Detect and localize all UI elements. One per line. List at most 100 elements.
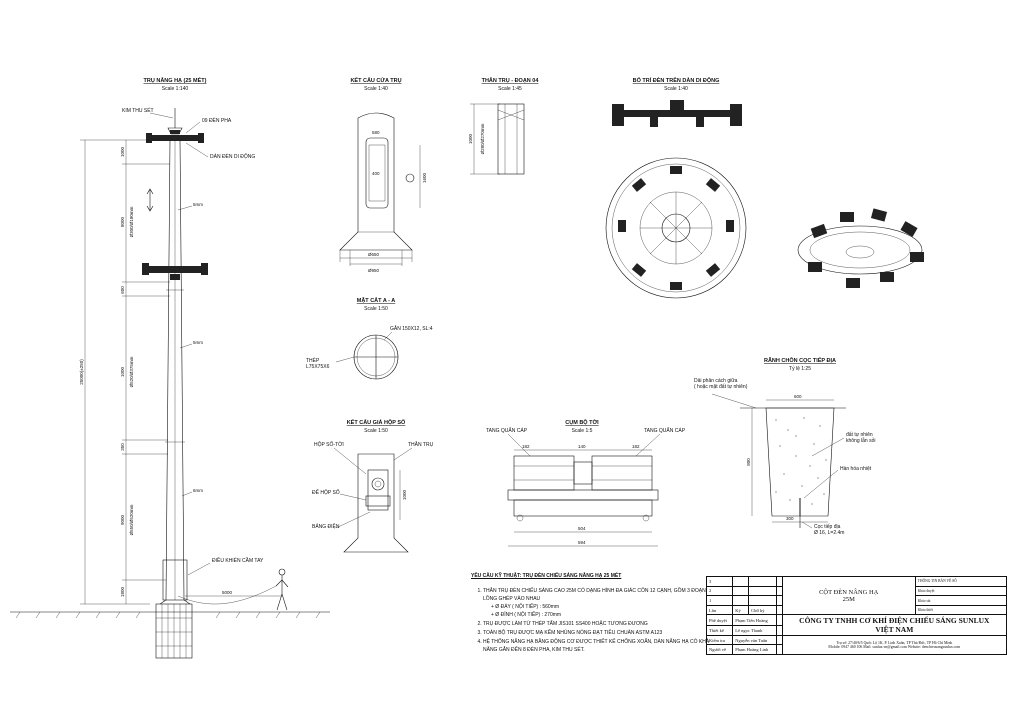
label-gearbox-base: ĐẾ HỘP SỐ bbox=[312, 489, 340, 496]
winch-scale: Scale 1:5 bbox=[572, 428, 593, 434]
role-draft: Người vẽ bbox=[705, 644, 734, 655]
dim-s2: 8000 bbox=[120, 216, 125, 227]
dim-s6: 9000 bbox=[120, 514, 125, 525]
role-approve: Phê duyệt bbox=[705, 614, 734, 626]
dim-s3: 600 bbox=[120, 286, 125, 294]
winch-dim-140: 140 bbox=[578, 444, 586, 449]
door-dim-400: 400 bbox=[372, 171, 380, 176]
dim-d3: Ø550/Ø520mm bbox=[129, 504, 134, 535]
thk-2: 5mm bbox=[193, 340, 203, 345]
soil-dots bbox=[775, 417, 827, 505]
label-panel: BẢNG ĐIỆN bbox=[312, 522, 340, 530]
pole-scale: Scale 1:140 bbox=[162, 86, 189, 92]
shaft-dim-d: Ø280/Ø270mm bbox=[480, 123, 485, 154]
door-dim-580: 580 bbox=[372, 130, 380, 135]
dim-d2: Ø520/Ø375mm bbox=[129, 356, 134, 387]
lamps-title: BỐ TRÍ ĐÈN TRÊN DÀN DI ĐỘNG bbox=[633, 76, 720, 84]
door-dim-950: Ø950 bbox=[368, 268, 380, 273]
label-hand-control: ĐIỀU KHIỂN CẦM TAY bbox=[212, 557, 264, 564]
rev-3: 3 bbox=[705, 576, 734, 587]
rev-1: 1 bbox=[705, 595, 734, 606]
dim-s1: 1000 bbox=[120, 146, 125, 157]
label-cable-drum-right: TANG QUẤN CÁP bbox=[644, 427, 686, 434]
lamp-heads bbox=[618, 166, 734, 290]
trench-dim-300: 300 bbox=[786, 516, 794, 521]
note-sub-bottom: + Ø ĐÁY ( NỘI TIẾP) : 560mm bbox=[491, 604, 560, 610]
pole-title: TRỤ NÂNG HẠ (25 MÉT) bbox=[144, 76, 207, 84]
box-scale: Scale 1:50 bbox=[364, 428, 388, 434]
winch-title: CỤM BỘ TỜI bbox=[565, 418, 599, 426]
trench-title: RÃNH CHÔN CỌC TIẾP ĐỊA bbox=[764, 356, 836, 364]
winch-dim-504: 504 bbox=[578, 526, 586, 531]
note-item: HỆ THỐNG NÂNG HẠ BẰNG ĐỘNG CƠ ĐƯỢC THIẾT… bbox=[483, 638, 711, 654]
dim-d1: Ø300/Ø180mm bbox=[129, 206, 134, 237]
lamp-heads-3d bbox=[808, 208, 924, 288]
label-cable-drum-left: TANG QUẤN CÁP bbox=[486, 427, 528, 434]
gearbox-bracket-view: KẾT CẤU GIÁ HỘP SỐ Scale 1:50 1000 HỘP S… bbox=[312, 418, 434, 553]
box-dim-1000: 1000 bbox=[402, 489, 407, 500]
section-aa-view: MẶT CẮT A - A Scale 1:50 GÂN 150X12, SL:… bbox=[306, 296, 433, 380]
side-c: Khảo thiết bbox=[914, 604, 1008, 616]
box-title: KẾT CẤU GIÁ HỘP SỐ bbox=[347, 418, 406, 426]
door-dim-650: Ø650 bbox=[368, 252, 380, 257]
pole-elevation: TRỤ NÂNG HẠ (25 MÉT) Scale 1:140 bbox=[10, 76, 330, 659]
door-title: KẾT CẤU CỬA TRỤ bbox=[350, 77, 401, 84]
thk-1: 5mm bbox=[193, 202, 203, 207]
name-design: Lê ngọc Thanh bbox=[732, 624, 777, 636]
winch-dim-182a: 182 bbox=[522, 444, 530, 449]
shaft-scale: Scale 1:45 bbox=[498, 86, 522, 92]
shaft-title: THÂN TRỤ - ĐOẠN 04 bbox=[482, 77, 540, 84]
thk-3: 6mm bbox=[193, 488, 203, 493]
label-lightning-rod: KIM THU SÉT bbox=[122, 107, 154, 114]
title-block: 3 CỘT ĐÈN NÂNG HẠ 25M THÔNG TIN BẢN VẼ S… bbox=[705, 575, 1008, 656]
trench-dim-600: 600 bbox=[794, 394, 802, 399]
col-chuky: Chữ ký bbox=[748, 604, 777, 616]
notes-title: YÊU CẦU KỸ THUẬT: TRỤ ĐÈN CHIẾU SÁNG NÂN… bbox=[471, 573, 622, 579]
section-scale: Scale 1:50 bbox=[364, 306, 388, 312]
side-a: Khảo duyệt bbox=[914, 585, 1008, 597]
note-sub-top: + Ø ĐỈNH ( NỘI TIẾP) : 270mm bbox=[491, 612, 562, 618]
dim-s7: 1800 bbox=[120, 586, 125, 597]
note-item: THÂN TRỤ ĐÈN CHIẾU SÁNG CAO 25M CÓ DẠNG … bbox=[483, 587, 711, 619]
trench-scale: Tỷ lệ 1:25 bbox=[789, 365, 811, 372]
dim-total-height: 25000(±250) bbox=[79, 359, 84, 385]
company-name: CÔNG TY TNHH CƠ KHÍ ĐIỆN CHIẾU SÁNG SUNL… bbox=[781, 614, 1008, 636]
side-top: THÔNG TIN BẢN VẼ SỐ bbox=[914, 576, 1008, 587]
door-dim-1600: 1600 bbox=[422, 172, 427, 183]
lamps-scale: Scale 1:40 bbox=[664, 86, 688, 92]
winch-dim-182b: 182 bbox=[632, 444, 640, 449]
name-check: Nguyễn văn Tuấn bbox=[732, 634, 777, 646]
role-check: Kiểm tra bbox=[705, 634, 734, 646]
label-steel-plate: GÂN 150X12, SL:4 bbox=[390, 325, 433, 332]
shaft-segment-view: THÂN TRỤ - ĐOẠN 04 Scale 1:45 1000 Ø280/… bbox=[468, 77, 540, 175]
winch-view: CỤM BỘ TỜI Scale 1:5 182 140 182 504 594… bbox=[486, 418, 686, 547]
note-item: TOÀN BỘ TRỤ ĐƯỢC MẠ KẼM NHÚNG NÓNG ĐẠT T… bbox=[483, 629, 711, 637]
operator-figure bbox=[275, 568, 289, 611]
dim-reach: 5000 bbox=[222, 590, 233, 595]
name-draft: Phạm Hoàng Linh bbox=[732, 644, 777, 655]
technical-notes: YÊU CẦU KỸ THUẬT: TRỤ ĐÈN CHIẾU SÁNG NÂN… bbox=[471, 572, 711, 655]
project-name: CỘT ĐÈN NÂNG HẠ 25M bbox=[781, 575, 916, 616]
label-floodlights: 09 ĐÈN PHA bbox=[202, 117, 232, 124]
lamp-layout-view: BỐ TRÍ ĐÈN TRÊN DÀN DI ĐỘNG Scale 1:40 bbox=[605, 76, 924, 299]
dim-s5: 350 bbox=[120, 443, 125, 451]
col-lan: Lần bbox=[705, 604, 734, 616]
rev-2: 2 bbox=[705, 585, 734, 597]
door-structure-view: KẾT CẤU CỬA TRỤ Scale 1:40 580 1600 400 … bbox=[339, 77, 427, 273]
ground-trench-view: RÃNH CHÔN CỌC TIẾP ĐỊA Tỷ lệ 1:25 600 80… bbox=[694, 356, 875, 536]
shaft-dim-1000: 1000 bbox=[468, 133, 473, 144]
col-ky: Ký bbox=[732, 604, 750, 616]
label-gearbox-door: HỘP SỐ-TỜI bbox=[314, 441, 344, 448]
company-address: Trụ sở: 27/40/6/5 Quốc Lộ 1K, P. Linh Xu… bbox=[781, 634, 1008, 656]
note-item: TRỤ ĐƯỢC LÀM TỪ THÉP TẤM JIS101 SS400 HO… bbox=[483, 620, 711, 628]
trench-dim-800: 800 bbox=[746, 458, 751, 466]
side-b: Khảo sát bbox=[914, 595, 1008, 606]
name-approve: Phạm Tiến Hoàng bbox=[732, 614, 777, 626]
door-scale: Scale 1:40 bbox=[364, 86, 388, 92]
label-backfill: Dải phân cách giữa( hoặc mặt đất tự nhiê… bbox=[694, 378, 748, 390]
dim-s4: 1000 bbox=[120, 366, 125, 377]
